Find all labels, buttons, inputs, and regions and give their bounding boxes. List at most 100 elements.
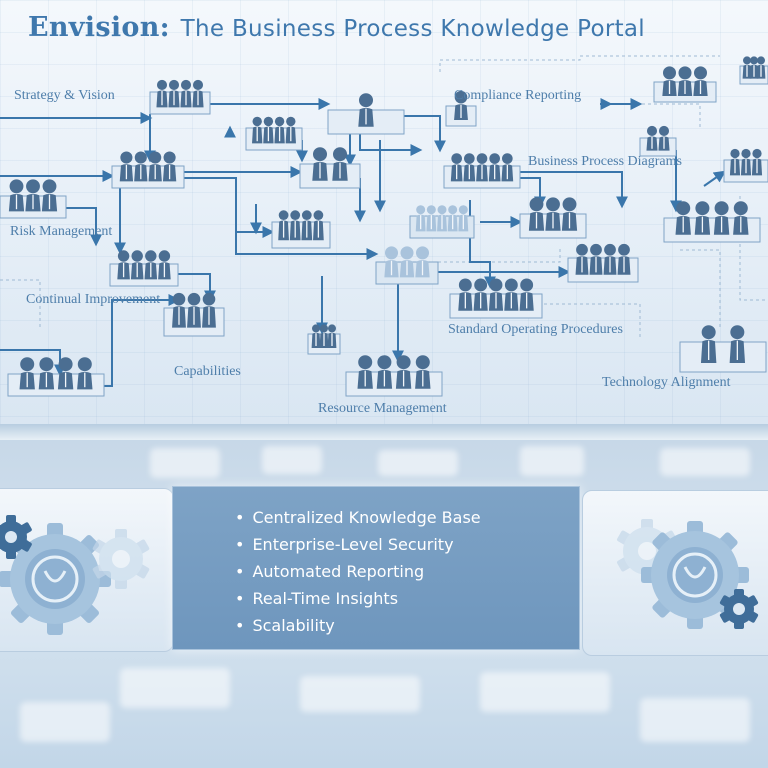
person-icon	[263, 116, 274, 144]
person-icon	[561, 197, 578, 231]
process-node	[245, 116, 303, 151]
person-icon	[8, 179, 25, 212]
person-icon	[646, 125, 658, 151]
person-icon	[751, 148, 763, 176]
person-icon	[192, 79, 204, 108]
process-node	[111, 151, 185, 189]
label-continual-improvement: Continual Improvement	[26, 292, 161, 307]
person-icon	[172, 292, 186, 328]
person-icon	[285, 116, 296, 144]
person-icon	[134, 151, 148, 182]
process-node	[679, 325, 767, 373]
process-node	[739, 56, 768, 85]
person-icon	[312, 147, 328, 181]
person-icon	[311, 324, 321, 348]
gears-icon	[617, 519, 759, 629]
person-icon	[575, 243, 589, 275]
process-node	[345, 355, 443, 397]
person-icon	[25, 179, 41, 212]
person-icon	[729, 148, 741, 176]
person-icon	[376, 355, 393, 389]
divider-strip	[0, 424, 768, 440]
person-icon	[357, 355, 373, 389]
label-resource-management: Resource Management	[318, 401, 447, 416]
feature-item: Scalability	[235, 612, 481, 639]
person-icon	[454, 90, 468, 120]
node-platform	[679, 341, 767, 373]
background-tile	[262, 446, 322, 474]
person-icon	[545, 197, 561, 231]
label-business-process-diagrams: Business Process Diagrams	[528, 154, 682, 169]
features-list: Centralized Knowledge Base Enterprise-Le…	[235, 504, 481, 639]
person-icon	[278, 210, 289, 241]
background-tile	[378, 450, 458, 476]
person-icon	[130, 250, 144, 280]
person-icon	[677, 66, 693, 96]
person-icon	[426, 205, 437, 232]
background-tile	[150, 448, 220, 478]
person-icon	[589, 243, 603, 275]
node-platform	[299, 163, 361, 189]
person-icon	[187, 292, 201, 328]
feature-item: Enterprise-Level Security	[235, 531, 481, 558]
label-technology-alignment: Technology Alignment	[602, 375, 731, 390]
background-tile	[520, 446, 584, 476]
label-strategy-vision: Strategy & Vision	[14, 88, 115, 103]
label-capabilities: Capabilities	[174, 364, 241, 379]
process-node	[163, 292, 225, 337]
person-icon	[144, 250, 158, 280]
person-icon	[437, 205, 447, 232]
process-node	[653, 66, 717, 103]
person-icon	[450, 153, 463, 182]
page-title: Envision: The Business Process Knowledge…	[28, 12, 645, 43]
person-icon	[488, 278, 504, 311]
person-icon	[749, 56, 759, 79]
background-tile	[20, 702, 110, 742]
person-icon	[327, 324, 337, 348]
portal-title: The Business Process Knowledge Portal	[180, 16, 645, 42]
person-icon	[617, 243, 631, 275]
process-node	[443, 153, 521, 189]
person-icon	[458, 278, 473, 311]
person-icon	[447, 205, 458, 232]
feature-item: Automated Reporting	[235, 558, 481, 585]
person-icon	[658, 125, 670, 151]
person-icon	[700, 325, 717, 363]
process-node	[327, 93, 405, 135]
person-icon	[332, 147, 348, 181]
person-icon	[274, 116, 285, 144]
person-icon	[742, 56, 752, 79]
small-dark-gear-icon	[719, 589, 759, 629]
person-icon	[740, 148, 752, 176]
right-gears-panel	[582, 490, 768, 656]
person-icon	[301, 210, 313, 241]
person-icon	[733, 201, 749, 235]
person-icon	[463, 153, 476, 182]
person-icon	[289, 210, 301, 241]
large-gear-icon	[0, 523, 111, 635]
small-dark-gear-icon	[0, 515, 32, 559]
process-node	[271, 210, 331, 249]
feature-item: Centralized Knowledge Base	[235, 504, 480, 531]
person-icon	[675, 201, 691, 235]
person-icon	[148, 151, 162, 182]
person-icon	[119, 151, 134, 182]
person-icon	[168, 79, 180, 108]
process-node	[445, 90, 477, 127]
process-node	[409, 205, 475, 239]
process-node	[149, 79, 211, 115]
person-icon	[19, 357, 35, 390]
process-diagram-area: Envision: The Business Process Knowledge…	[0, 0, 768, 430]
process-node	[639, 125, 677, 157]
left-gears-panel	[0, 488, 174, 652]
process-flow-diagram	[0, 55, 768, 397]
gears-icon	[0, 515, 150, 635]
person-icon	[603, 243, 617, 275]
process-node	[0, 179, 67, 219]
person-icon	[395, 355, 412, 389]
faded-gear-icon	[92, 529, 150, 589]
person-icon	[57, 357, 74, 390]
process-node	[519, 197, 587, 239]
large-gear-icon	[641, 521, 749, 629]
process-node	[307, 324, 341, 355]
